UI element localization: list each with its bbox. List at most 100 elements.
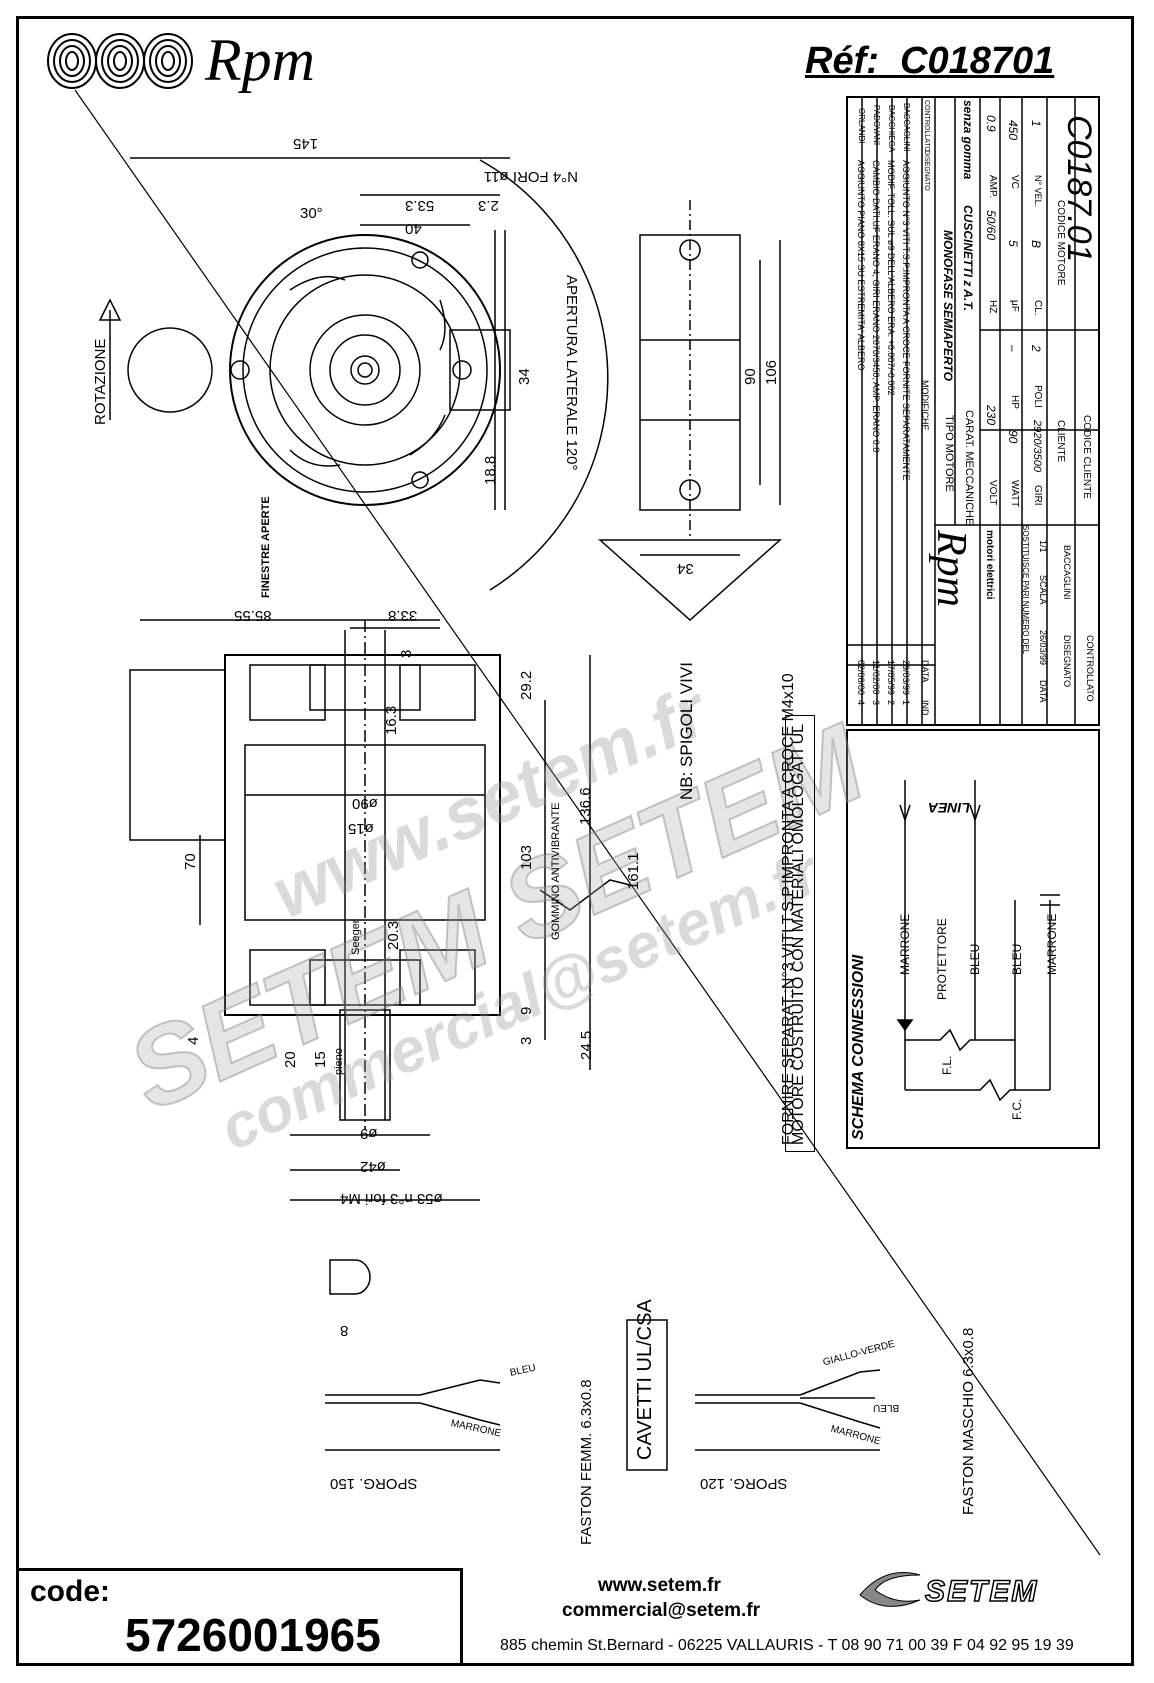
sporg-120-label: SPORG. 120 (700, 1475, 788, 1492)
data-header: DATA (920, 660, 930, 683)
uf-value: 5 (1006, 240, 1020, 247)
rev-1-by: BACCAGLINI (902, 103, 911, 152)
uf-label: μF (1009, 300, 1020, 312)
ind-header: IND (920, 700, 930, 716)
giri-label: GIRI (1032, 485, 1043, 506)
dim-30deg: 30° (300, 205, 323, 222)
rev-1-ind: 1 (901, 700, 911, 706)
dim-2-3: 2.3 (478, 197, 499, 214)
dim-18-8: 18.8 (482, 455, 499, 485)
data-label: DATA (1038, 680, 1048, 703)
schema-marrone-right: MARRONE (1045, 913, 1059, 975)
rev-3-by: PADOVANI (872, 105, 881, 146)
amp-label: AMP. (987, 175, 998, 199)
rev-1: AGGIUNTO N°3 VITI T.S.P.IMPRONTA A CROCE… (901, 160, 911, 481)
tipo-motore-label: TIPO MOTORE (943, 415, 955, 492)
rev-3-ind: 3 (871, 700, 881, 706)
disegnato-header: DISEGNATO (923, 150, 930, 191)
dim-29-2: 29.2 (518, 670, 535, 700)
schema-marrone-left: MARRONE (898, 913, 912, 975)
motore-note: MOTORE COSTRUITO CON MATERIALI OMOLOGATI… (790, 723, 807, 1145)
rev-3: CAMBIO DATI:UF ERANO 4, GIRI ERANO 2870/… (871, 160, 881, 453)
footer-website[interactable]: www.setem.fr (598, 1575, 721, 1596)
scala-value: 1/1 (1038, 540, 1048, 553)
hz-value: 50/60 (984, 210, 998, 241)
finestre-label: FINESTRE APERTE (260, 496, 272, 598)
rev-2-ind: 2 (886, 700, 896, 706)
vc-value: 450 (1006, 120, 1020, 141)
setem-logo: SETEM (924, 1574, 1039, 1609)
watt-label: WATT (1009, 480, 1020, 508)
code-box (16, 1568, 463, 1666)
volt-value: 230 (984, 405, 998, 426)
dim-8: 8 (340, 1322, 349, 1339)
nvel-label: N° VEL. (1033, 175, 1043, 208)
faston-femm-label: FASTON FEMM. 6.3x0.8 (578, 1379, 595, 1545)
reference: Réf: C018701 (805, 40, 1055, 82)
footer-address: 885 chemin St.Bernard - 06225 VALLAURIS … (500, 1637, 1074, 1654)
dim-dia-9: ø9 (360, 1125, 378, 1142)
dim-85-55: 85.55 (234, 607, 272, 624)
watt-value: 90 (1006, 430, 1020, 444)
rev-2-by: BACCHIEGA (887, 105, 896, 153)
data-value: 26/03/99 (1038, 630, 1048, 666)
dim-70: 70 (182, 853, 199, 870)
spigoli-note: NB: SPIGOLI VIVI (677, 662, 696, 800)
dim-106: 106 (763, 359, 780, 385)
rev-2: MODIF. TOLL. SUL ø9 DELL'ALBERO ERA: +0.… (886, 160, 896, 396)
volt-label: VOLT (987, 480, 998, 506)
holes-label: N°4 FORI ø11 (483, 168, 578, 185)
codice-motore: C0187.01 (1060, 115, 1098, 263)
schema-protettore: PROTETTORE (935, 918, 949, 1000)
dim-34-a: 34 (516, 368, 533, 385)
rev-4-by: ORLANDI (857, 108, 866, 144)
vc-label: VC (1009, 175, 1020, 189)
rev-2-date: 17/05/99 (886, 660, 896, 696)
footer-email[interactable]: commercial@setem.fr (562, 1600, 761, 1621)
title-company-sub: motori elettrici (984, 530, 995, 600)
aperture-label: APERTURA LATERALE 120° (563, 275, 580, 471)
drawing-frame (16, 16, 1134, 1666)
rev-4: AGGIUNTO PIANO 8X15 SU ESTREMITA' ALBERO (856, 160, 866, 371)
dim-53-3: 53.3 (405, 197, 435, 214)
dim-103: 103 (518, 844, 535, 870)
dim-34-b: 34 (677, 560, 694, 577)
cl-value: B (1029, 240, 1043, 249)
code-label: code: (30, 1575, 111, 1608)
rotation-label: ROTAZIONE (92, 338, 109, 425)
title-company: Rpm (928, 530, 974, 607)
sporg-150-label: SPORG. 150 (330, 1475, 418, 1492)
schema-bleu-right: BLEU (1010, 943, 1024, 975)
dim-3: 3 (398, 649, 415, 658)
dim-40: 40 (405, 220, 422, 237)
dim-dia-15: ø15 (348, 820, 374, 837)
controllato-header: CONTROLLATO (923, 100, 930, 152)
cl-label: CL. (1032, 300, 1043, 316)
rev-1-date: 29/03/99 (901, 660, 911, 696)
schema-bleu-left: BLEU (968, 943, 982, 975)
gommino-label: GOMMINO ANTIVIBRANTE (550, 802, 562, 940)
poli-label: POLI (1032, 385, 1043, 408)
schema-fl: F.L. (940, 1055, 954, 1075)
dim-33-8: 33.8 (388, 607, 418, 624)
giri-value: 2920/3500 (1031, 420, 1043, 472)
senza: senza gomma (961, 100, 975, 180)
rev-4-ind: 4 (856, 700, 866, 706)
hz-label: HZ (987, 300, 998, 314)
dim-161-1: 161.1 (625, 852, 642, 890)
hp-label: HP (1009, 395, 1020, 409)
disegnato-value: BACCAGLINI (1062, 545, 1072, 600)
dim-24-5: 24.5 (578, 1030, 595, 1060)
hp-value: – (1006, 345, 1020, 352)
dim-145: 145 (292, 135, 318, 152)
brand-name: Rpm (205, 27, 315, 93)
cavetti-label: CAVETTI UL/CSA (634, 1299, 656, 1460)
dim-20: 20 (282, 1051, 299, 1068)
amp-value: 0.9 (984, 115, 998, 132)
disegnato-label: DISEGNATO (1062, 635, 1072, 688)
seeger-label: Seeger (350, 919, 362, 955)
motor-note-box (785, 715, 815, 1152)
holes-m4-label: ø53 n°3 fori M4 (340, 1190, 443, 1207)
dim-90: 90 (742, 368, 759, 385)
carat: CUSCINETTI z A.T. (961, 205, 975, 311)
